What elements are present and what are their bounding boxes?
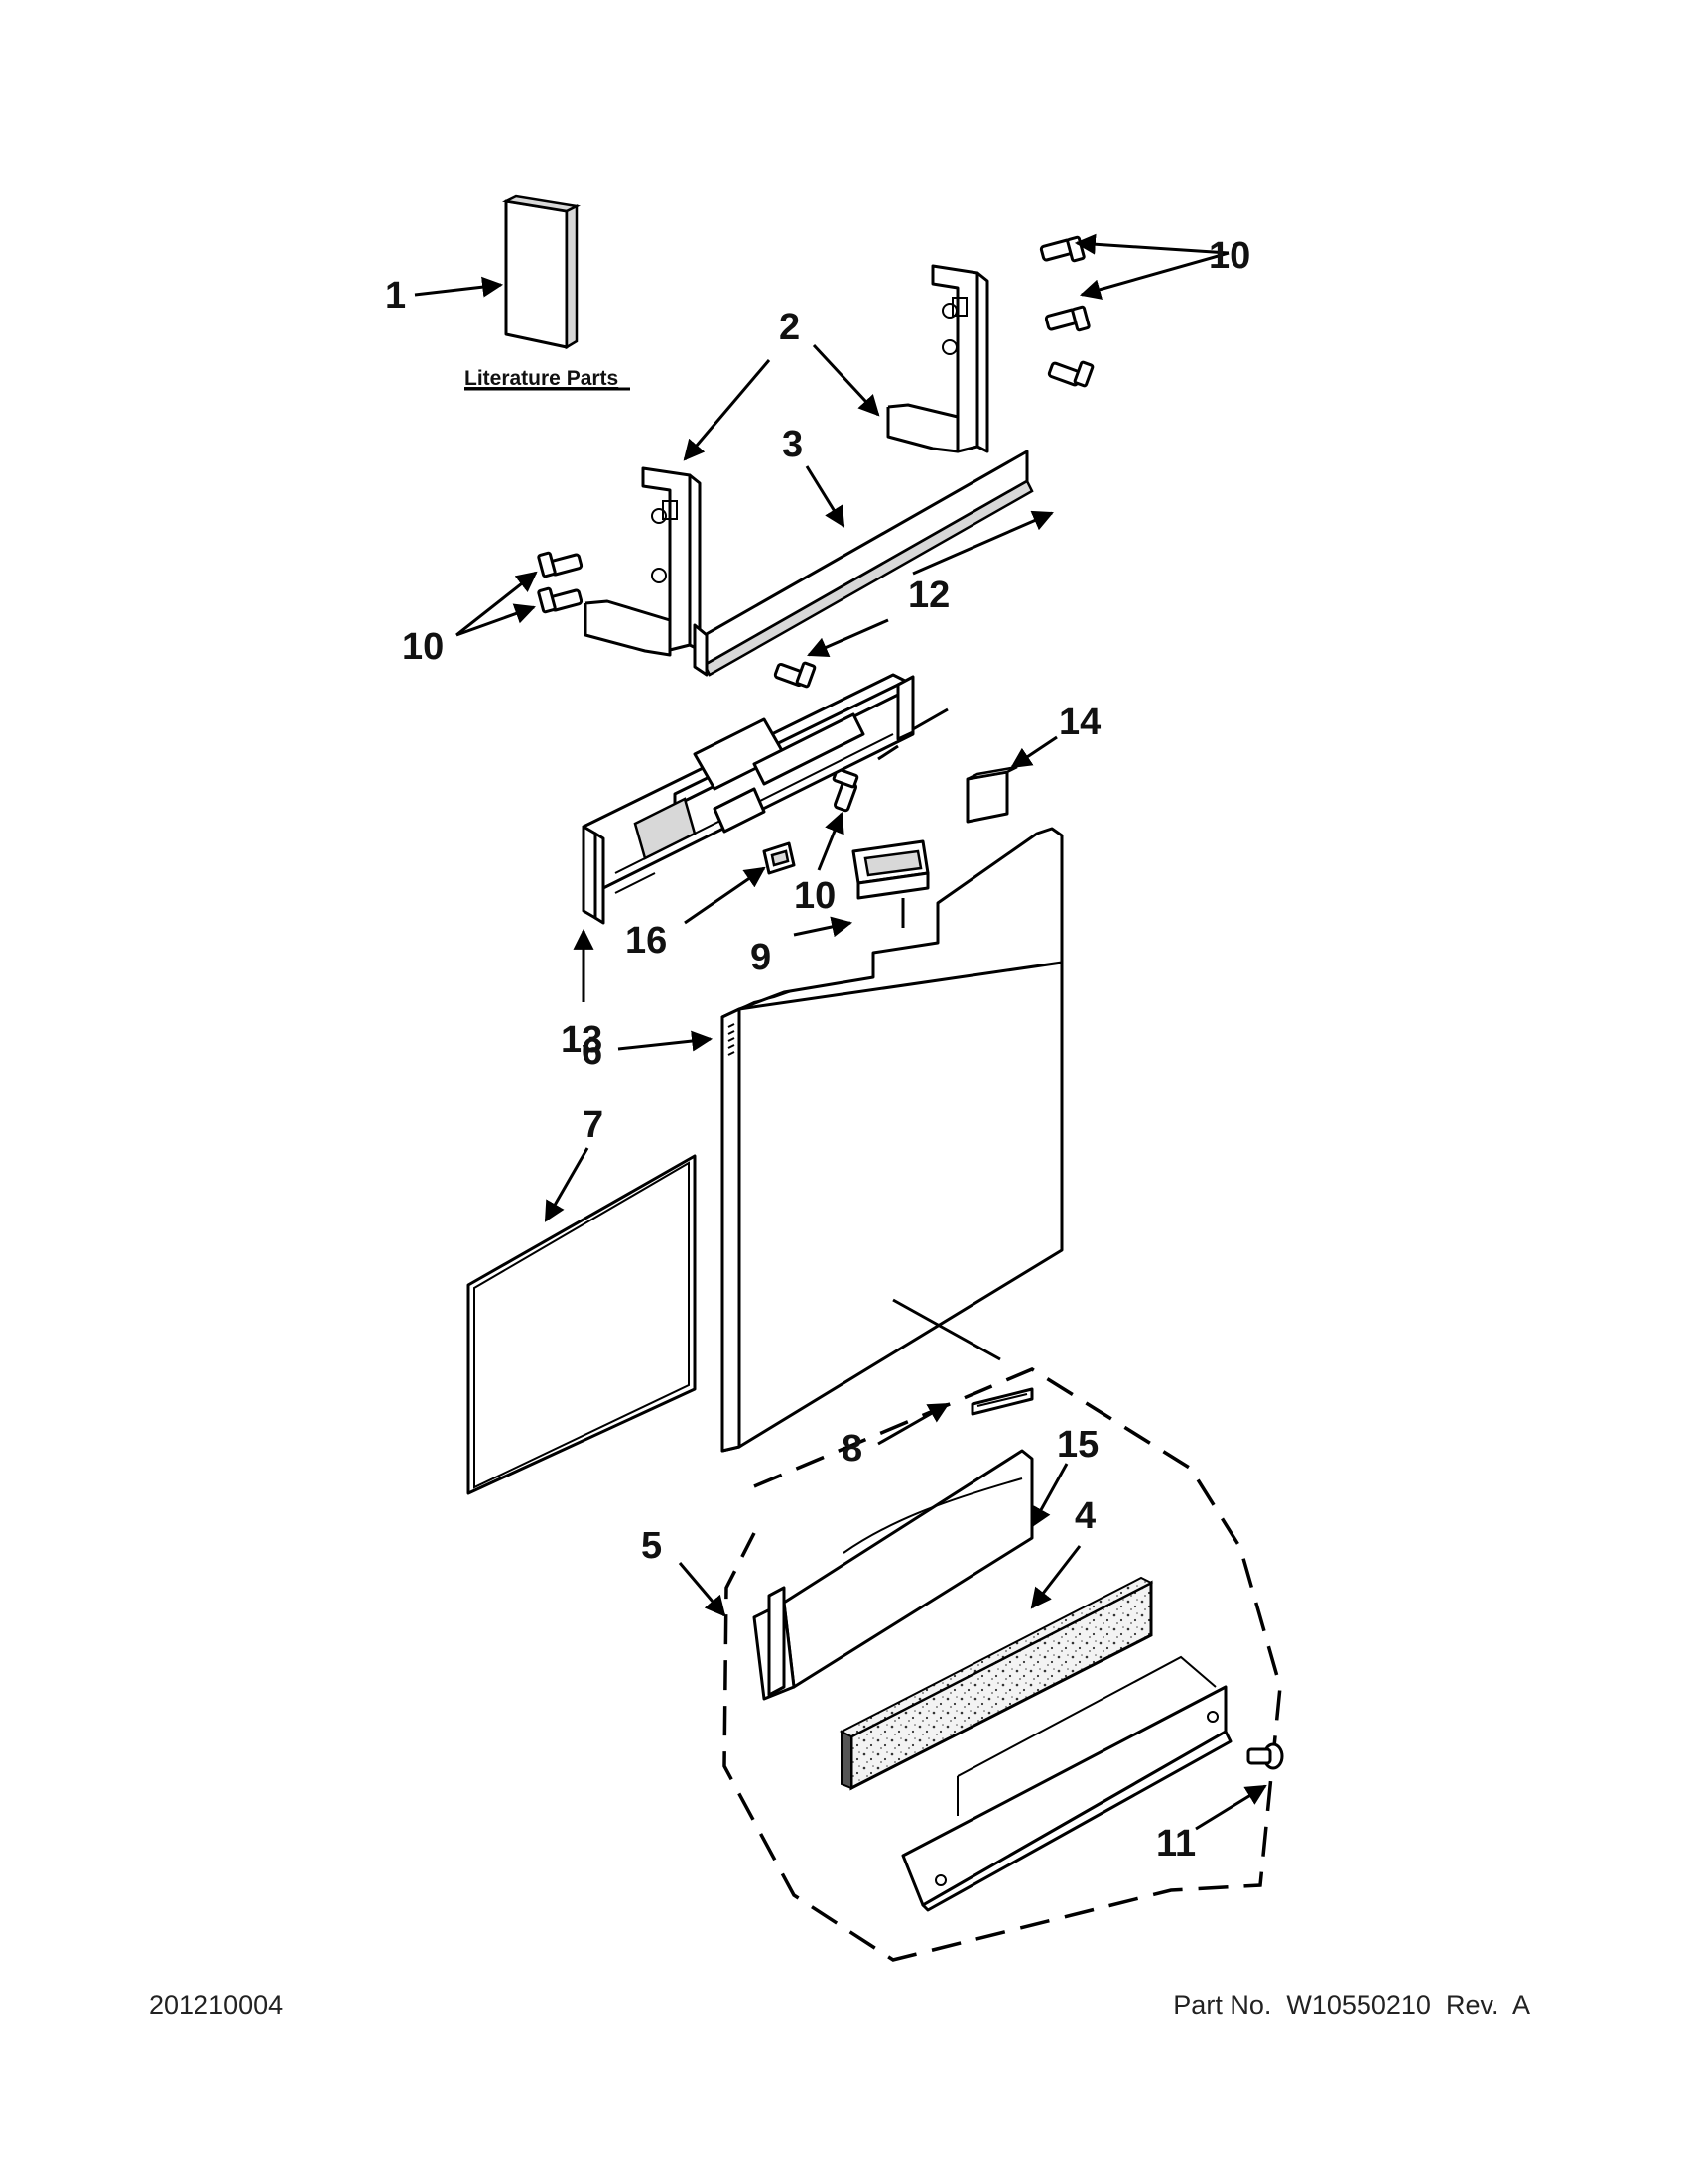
callout-16: 16 [625,920,667,962]
screw-10-left-a [537,551,584,578]
screw-12-bottom [773,661,817,689]
screw-10-console [832,767,859,813]
callout-15: 15 [1057,1424,1099,1466]
callout-4: 4 [1075,1495,1096,1537]
callout-13: 13 [561,1019,602,1061]
nameplate-badge [971,1387,1034,1416]
screw-11 [1246,1742,1284,1770]
callout-12: 12 [908,575,950,616]
callout-10-top: 10 [1209,235,1250,277]
callout-6: 6 [582,1031,602,1073]
left-hinge-bracket [584,466,702,657]
insulation-pad [966,765,1018,824]
right-hinge-bracket [886,264,989,453]
literature-parts-label: Literature Parts [464,367,618,390]
door-handle [851,839,930,928]
outer-door-panel [720,961,1064,1453]
door-vent-slots [727,1023,735,1056]
foam-insulation-block [839,1576,1154,1791]
door-latch-clip [762,841,796,875]
callout-labels: 1 2 3 4 5 6 7 8 9 10 10 10 11 12 13 14 1… [385,235,1250,1864]
lower-toekick-panel [901,1655,1233,1912]
door-gasket-panel [466,1154,697,1495]
callout-3: 3 [782,424,803,465]
callout-10-console: 10 [794,875,836,917]
control-console [582,673,949,925]
callout-9: 9 [750,937,771,978]
callout-10-left: 10 [402,626,444,668]
callout-8: 8 [842,1428,862,1470]
screw-10-left-b [537,586,584,614]
literature-booklet [501,194,582,350]
callout-11: 11 [1156,1823,1196,1864]
callout-7: 7 [583,1104,603,1146]
screw-12-right [1047,360,1095,388]
toekick-assembly-outline [722,1367,1282,1962]
callout-14: 14 [1059,702,1101,743]
callout-5: 5 [641,1525,662,1567]
badge-leader [892,1298,1001,1361]
toekick-front-trim [752,1449,1034,1701]
top-rail [693,450,1034,677]
doc-number: 201210004 [149,1991,284,2020]
leader-arrows [414,233,1267,1831]
callout-1: 1 [385,275,406,317]
screw-10-top-b [1044,305,1091,332]
part-number: Part No. W10550210 Rev. A [1173,1991,1530,2020]
screw-10-top-a [1039,235,1086,263]
callout-2: 2 [779,307,800,348]
